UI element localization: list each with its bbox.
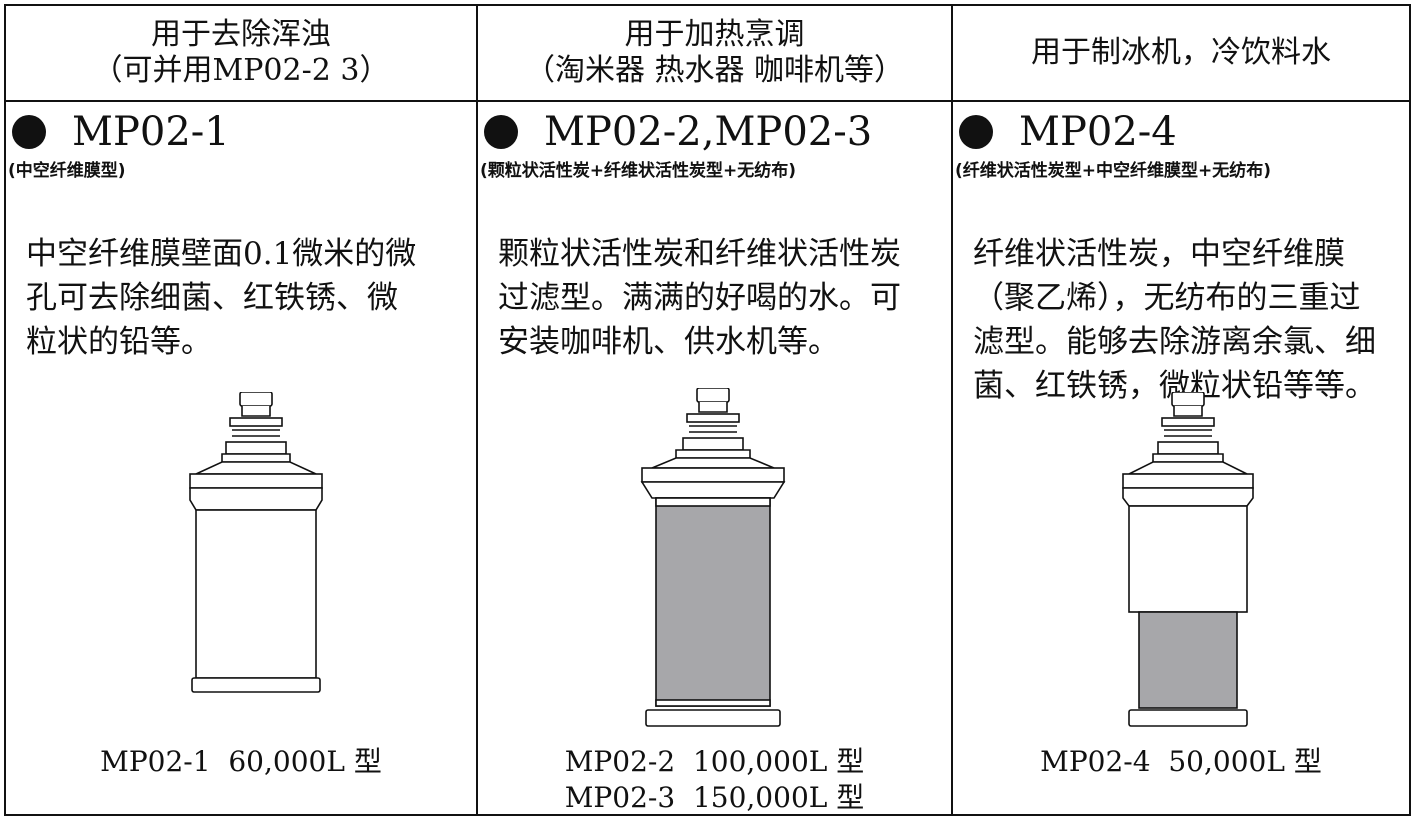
description-line: （聚乙烯），无纺布的三重过 [973, 280, 1361, 316]
model-subtitle: (中空纤维膜型) [8, 161, 126, 181]
header-cell-3: 用于制冰机，冷饮料水 [953, 6, 1409, 102]
header-line: （淘米器 热水器 咖啡机等） [524, 53, 905, 88]
header-line: 用于去除浑浊 [151, 17, 331, 52]
bullet-icon [959, 115, 993, 149]
capacity-line: MP02-4 50,000L 型 [1040, 745, 1322, 778]
filter-cartridge-mp02-2-3-image [640, 388, 786, 727]
model-title: MP02-1 [12, 110, 230, 154]
header-line: 用于制冰机，冷饮料水 [1031, 35, 1331, 70]
model-subtitle: (纤维状活性炭型+中空纤维膜型+无纺布) [955, 161, 1272, 181]
header-line: 用于加热烹调 [624, 17, 805, 52]
capacity-label: MP02-4 50,000L 型 [953, 744, 1409, 780]
header-cell-1: 用于去除浑浊 （可并用MP02-2 3） [6, 6, 478, 102]
product-comparison-table: 用于去除浑浊 （可并用MP02-2 3） 用于加热烹调 （淘米器 热水器 咖啡机… [4, 4, 1411, 816]
model-description: 颗粒状活性炭和纤维状活性炭 过滤型。满满的好喝的水。可 安装咖啡机、供水机等。 [498, 232, 918, 364]
capacity-label: MP02-2 100,000L 型 MP02-3 150,000L 型 [478, 744, 951, 814]
model-name: MP02-2,MP02-3 [544, 109, 873, 155]
description-line: 安装咖啡机、供水机等。 [498, 324, 839, 360]
capacity-line: MP02-2 100,000L 型 [564, 745, 865, 778]
description-line: 滤型。能够去除游离余氯、细 [973, 324, 1376, 360]
model-title: MP02-4 [959, 110, 1177, 154]
product-cell-mp02-1: MP02-1 (中空纤维膜型) 中空纤维膜壁面0.1微米的微 孔可去除细菌、红铁… [6, 102, 478, 814]
product-cell-mp02-4: MP02-4 (纤维状活性炭型+中空纤维膜型+无纺布) 纤维状活性炭，中空纤维膜… [953, 102, 1409, 814]
description-line: 颗粒状活性炭和纤维状活性炭 [498, 236, 901, 272]
description-line: 中空纤维膜壁面0.1微米的微 [26, 236, 417, 272]
model-name: MP02-1 [72, 109, 230, 155]
description-line: 孔可去除细菌、红铁锈、微 [26, 280, 398, 316]
capacity-label: MP02-1 60,000L 型 [6, 744, 476, 780]
model-subtitle: (颗粒状活性炭+纤维状活性炭型+无纺布) [480, 161, 797, 181]
header-line: （可并用MP02-2 3） [92, 53, 390, 88]
description-line: 纤维状活性炭，中空纤维膜 [973, 236, 1345, 272]
model-name: MP02-4 [1019, 109, 1177, 155]
product-cell-mp02-2-3: MP02-2,MP02-3 (颗粒状活性炭+纤维状活性炭型+无纺布) 颗粒状活性… [478, 102, 953, 814]
header-cell-2: 用于加热烹调 （淘米器 热水器 咖啡机等） [478, 6, 953, 102]
filter-cartridge-mp02-4-image [1122, 392, 1254, 727]
capacity-line: MP02-3 150,000L 型 [564, 781, 865, 814]
description-line: 过滤型。满满的好喝的水。可 [498, 280, 901, 316]
bullet-icon [12, 115, 46, 149]
description-line: 粒状的铅等。 [26, 324, 212, 360]
filter-cartridge-mp02-1-image [189, 392, 323, 693]
model-description: 纤维状活性炭，中空纤维膜 （聚乙烯），无纺布的三重过 滤型。能够去除游离余氯、细… [973, 232, 1393, 408]
model-title: MP02-2,MP02-3 [484, 110, 872, 154]
bullet-icon [484, 115, 518, 149]
capacity-line: MP02-1 60,000L 型 [100, 745, 382, 778]
model-description: 中空纤维膜壁面0.1微米的微 孔可去除细菌、红铁锈、微 粒状的铅等。 [26, 232, 446, 364]
